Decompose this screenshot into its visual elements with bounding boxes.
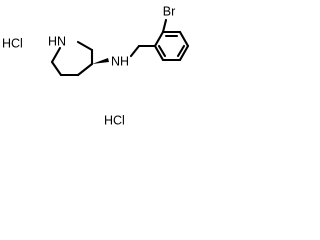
amine-nitrogen-label: NH [111, 54, 129, 68]
benzene-bond-6 [153, 44, 165, 62]
benzyl-linker [129, 44, 157, 58]
hcl-salt-label-1: HCl [2, 36, 23, 50]
bond-c-br [161, 18, 168, 34]
bromine-label: Br [163, 4, 176, 18]
benzene-double-2 [176, 44, 186, 58]
chemical-structure: HN NH Br HCl HCl [2, 4, 190, 127]
bond-c3-c4 [76, 62, 94, 77]
benzene-ring [153, 30, 190, 62]
benzene-bond-1 [153, 30, 165, 48]
bond-c5-c6 [50, 60, 63, 77]
stereo-wedge-bond [92, 58, 109, 64]
benzene-bond-4 [178, 44, 190, 62]
bond-c6-n [50, 46, 62, 64]
ring-nitrogen-label: HN [48, 34, 66, 48]
benzene-bond-3 [178, 30, 190, 48]
bond-nh-ch2 [129, 44, 141, 58]
bond-n-c2 [76, 40, 94, 52]
piperidine-ring [50, 40, 94, 77]
benzene-double-3 [157, 44, 167, 58]
hcl-salt-label-2: HCl [104, 113, 125, 127]
